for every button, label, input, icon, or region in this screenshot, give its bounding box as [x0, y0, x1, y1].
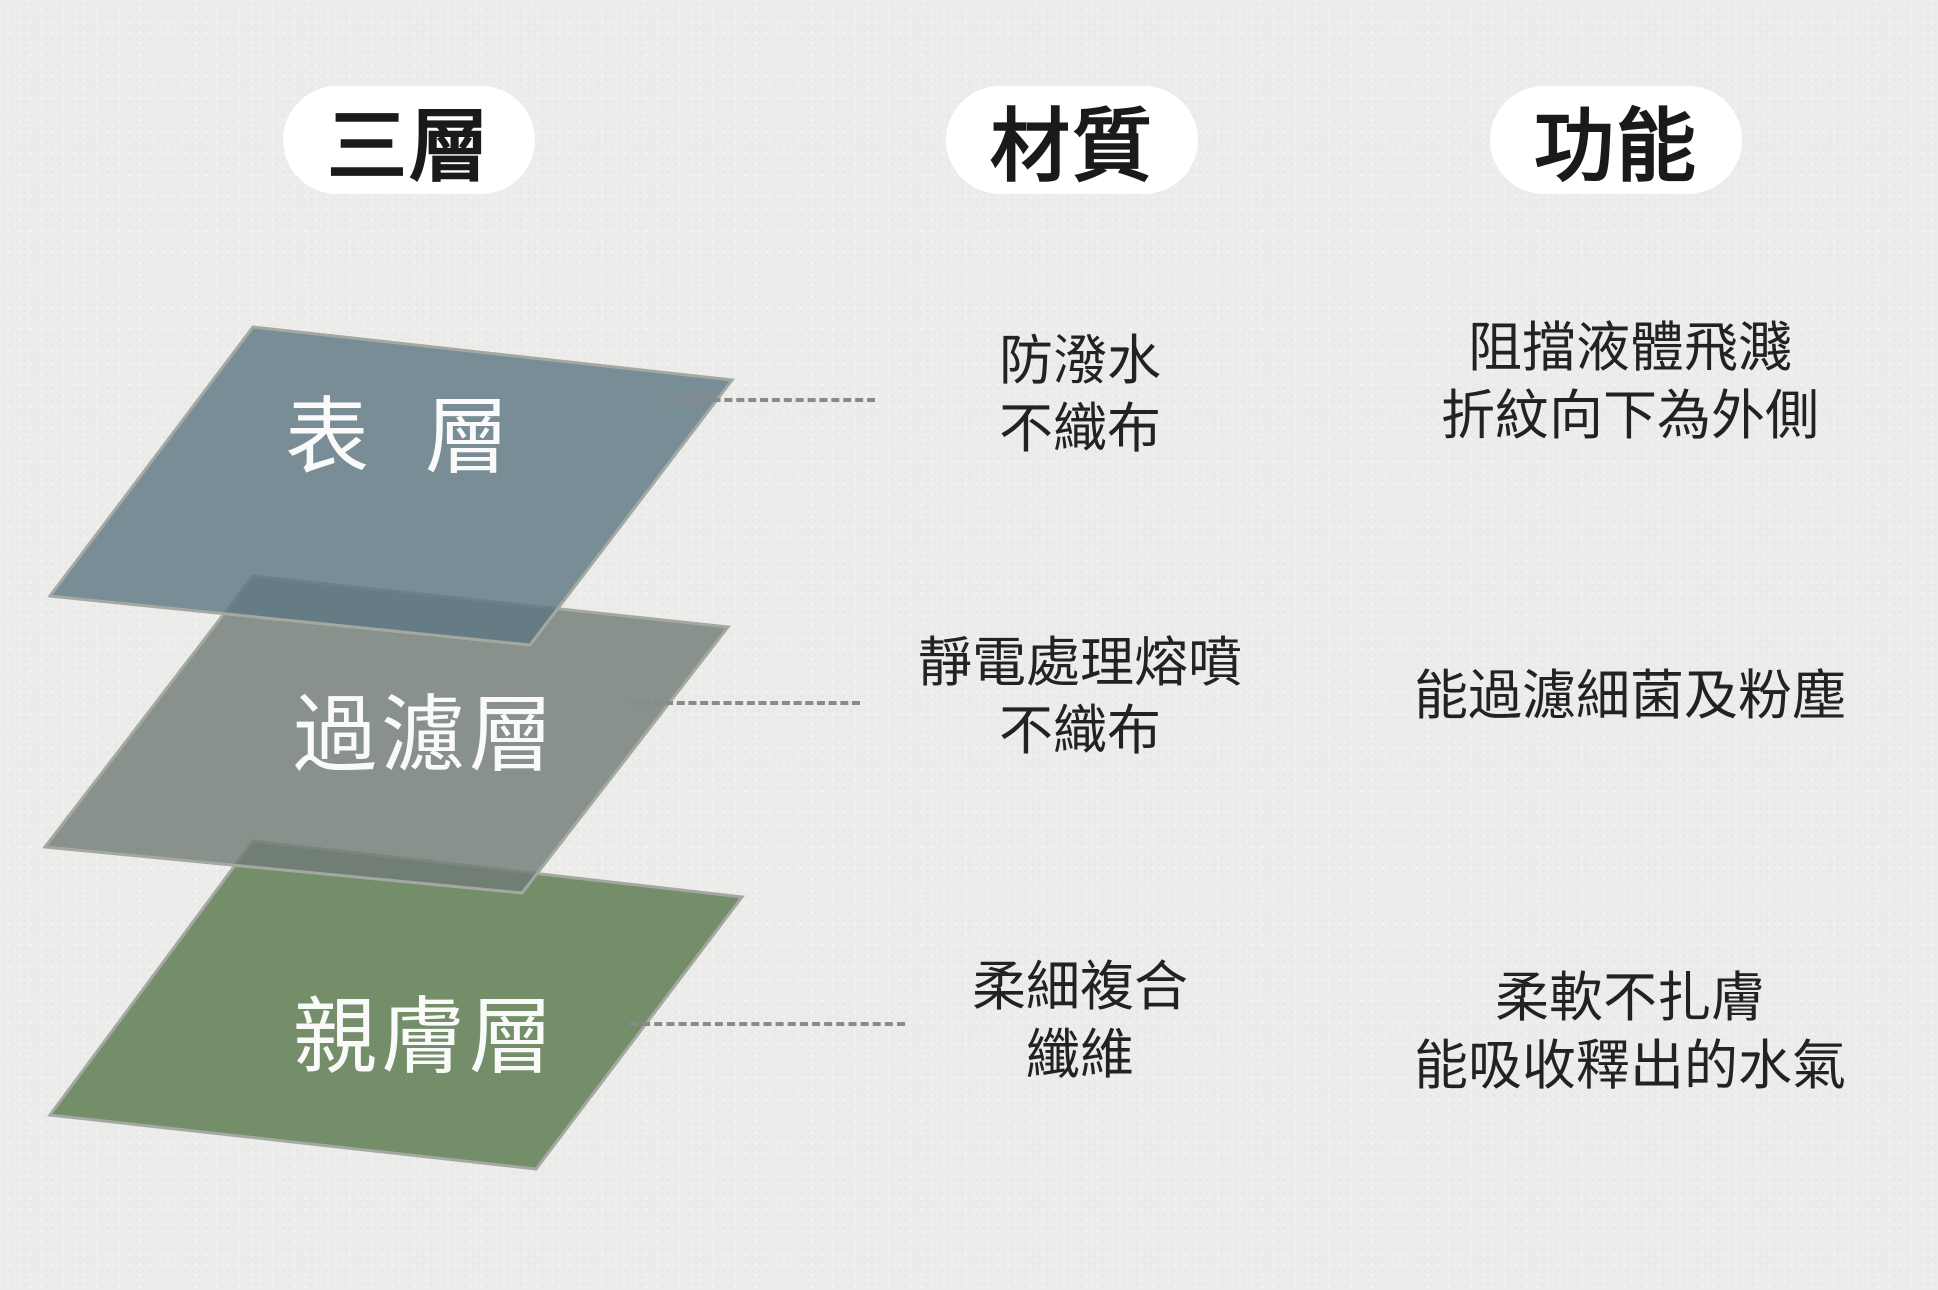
layer-name-outer: 表層	[284, 388, 565, 486]
header-material: 材質	[946, 86, 1198, 194]
connector-outer	[665, 398, 875, 402]
function-inner-line: 能吸收釋出的水氣	[1414, 1034, 1846, 1097]
material-outer-line: 不織布	[999, 397, 1161, 460]
material-outer-line: 防潑水	[999, 329, 1161, 392]
material-filter-line: 靜電處理熔噴	[918, 631, 1242, 694]
material-inner: 柔細複合 纖維	[880, 953, 1280, 1089]
function-outer-line: 阻擋液體飛濺	[1468, 316, 1792, 379]
layer-name-inner: 親膚層	[292, 988, 557, 1086]
function-inner: 柔軟不扎膚 能吸收釋出的水氣	[1355, 964, 1905, 1100]
material-filter: 靜電處理熔噴 不織布	[880, 629, 1280, 765]
material-filter-line: 不織布	[999, 699, 1161, 762]
connector-inner	[630, 1022, 905, 1026]
material-outer: 防潑水 不織布	[880, 327, 1280, 463]
function-outer: 阻擋液體飛濺 折紋向下為外側	[1355, 314, 1905, 450]
sheet-filter-layer	[42, 574, 731, 895]
layer-name-filter: 過濾層	[292, 686, 557, 784]
connector-filter	[630, 701, 860, 705]
material-inner-line: 柔細複合	[972, 955, 1188, 1018]
function-outer-line: 折紋向下為外側	[1441, 384, 1819, 447]
sheet-inner-layer	[47, 839, 745, 1171]
header-function: 功能	[1490, 86, 1742, 194]
function-filter-line: 能過濾細菌及粉塵	[1414, 664, 1846, 727]
function-inner-line: 柔軟不扎膚	[1495, 966, 1765, 1029]
sheet-outer-layer	[47, 325, 735, 647]
header-layers: 三層	[283, 86, 535, 194]
material-inner-line: 纖維	[1026, 1023, 1134, 1086]
function-filter: 能過濾細菌及粉塵	[1355, 662, 1905, 730]
